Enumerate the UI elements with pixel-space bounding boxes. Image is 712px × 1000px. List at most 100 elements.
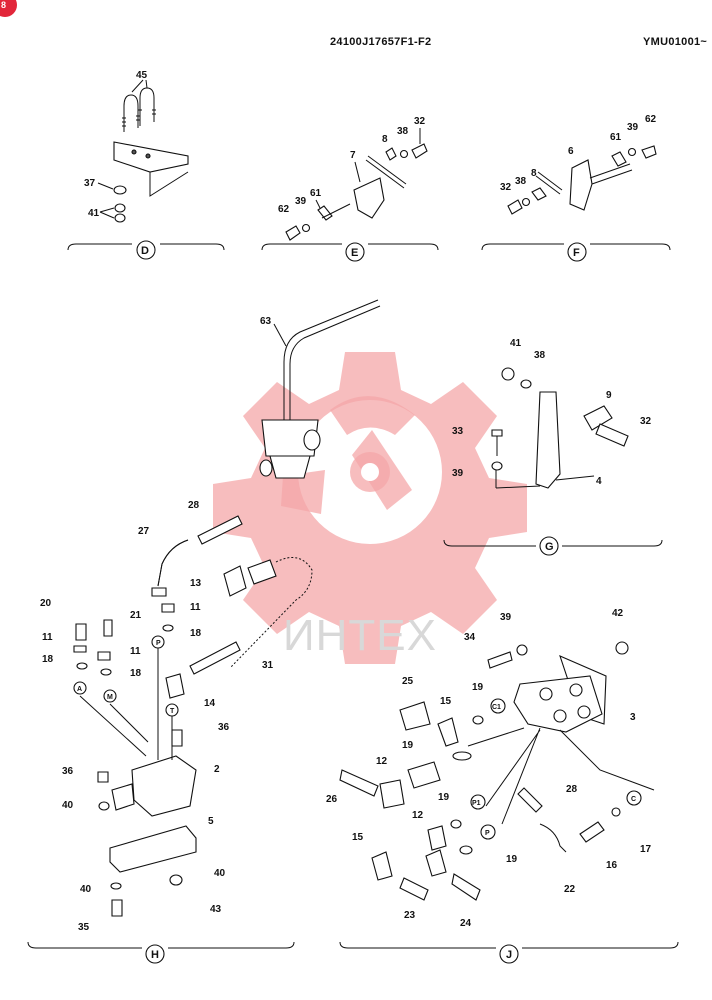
label-j28: 28	[566, 784, 578, 795]
label-h2: 2	[214, 764, 220, 775]
label-j23: 23	[404, 910, 416, 921]
label-f39: 39	[627, 122, 639, 133]
label-e38: 38	[397, 126, 409, 137]
label-h35: 35	[78, 922, 90, 933]
label-j3: 3	[630, 712, 636, 723]
label-h5: 5	[208, 816, 214, 827]
label-j16: 16	[606, 860, 618, 871]
label-j19c: 19	[438, 792, 450, 803]
label-h31: 31	[262, 660, 274, 671]
label-j17: 17	[640, 844, 652, 855]
port-t: T	[170, 708, 175, 715]
lever-bracket-7	[353, 177, 385, 219]
label-e39: 39	[295, 196, 307, 207]
label-d37: 37	[84, 178, 96, 189]
label-j22: 22	[564, 884, 576, 895]
view-h-label: H	[151, 949, 159, 961]
label-j42: 42	[612, 608, 624, 619]
view-d: D 45 37 41	[67, 70, 225, 260]
label-h11c: 11	[130, 646, 141, 657]
view-g-badge	[539, 536, 559, 556]
label-m63: 63	[260, 316, 272, 327]
label-e61: 61	[310, 188, 322, 199]
label-j39: 39	[500, 612, 512, 623]
label-g32: 32	[640, 416, 652, 427]
label-j25: 25	[402, 676, 414, 687]
hydraulic-pump-3	[513, 675, 603, 733]
view-d-badge	[136, 240, 156, 260]
label-j12b: 12	[412, 810, 424, 821]
model-code: YMU01001~	[643, 36, 708, 48]
corner-badge: 8	[0, 0, 17, 17]
u-bolt-part	[122, 87, 156, 132]
port-c: C	[631, 796, 636, 803]
label-f32: 32	[500, 182, 512, 193]
view-j-label: J	[506, 949, 512, 961]
port-c1: C1	[492, 704, 501, 711]
label-j26: 26	[326, 794, 338, 805]
label-h14: 14	[204, 698, 216, 709]
label-h43: 43	[210, 904, 222, 915]
label-g41: 41	[510, 338, 522, 349]
nut-41	[501, 367, 515, 381]
label-j19d: 19	[506, 854, 518, 865]
port-a: A	[77, 686, 82, 693]
label-j34: 34	[464, 632, 476, 643]
label-e62: 62	[278, 204, 290, 215]
label-d45: 45	[136, 70, 148, 81]
view-d-label: D	[141, 245, 149, 257]
label-h36b: 36	[62, 766, 74, 777]
label-h18b: 18	[42, 654, 54, 665]
port-m: M	[107, 694, 113, 701]
label-h28: 28	[188, 500, 200, 511]
label-h27: 27	[138, 526, 150, 537]
label-j19b: 19	[402, 740, 414, 751]
label-g9: 9	[606, 390, 612, 401]
label-d41: 41	[88, 208, 100, 219]
label-j12a: 12	[376, 756, 388, 767]
label-f8: 8	[531, 168, 537, 179]
port-p: P	[156, 640, 161, 647]
label-h36a: 36	[218, 722, 230, 733]
port-p1: P1	[472, 800, 481, 807]
bracket-plate	[113, 141, 189, 173]
view-f-label: F	[573, 247, 580, 259]
watermark-text: ИНТЕХ	[283, 611, 437, 660]
document-number: 24100J17657F1-F2	[330, 36, 432, 48]
label-j15a: 15	[440, 696, 452, 707]
label-h18a: 18	[190, 628, 202, 639]
view-g-label: G	[545, 541, 554, 553]
view-e-label: E	[351, 247, 358, 259]
label-f62: 62	[645, 114, 657, 125]
label-f38: 38	[515, 176, 527, 187]
washer-37	[113, 185, 127, 195]
cable-assembly-63: 63	[259, 299, 381, 479]
label-f61: 61	[610, 132, 622, 143]
label-j15b: 15	[352, 832, 364, 843]
label-h11a: 11	[190, 602, 201, 613]
label-h18c: 18	[130, 668, 142, 679]
control-valve-2	[131, 755, 197, 817]
label-h40a: 40	[62, 800, 74, 811]
view-j: J C1 P1 P C 39 42 34 25	[326, 608, 679, 964]
label-h21: 21	[130, 610, 142, 621]
nut-41	[114, 213, 126, 223]
view-f: F 6 61 39 62 32 38 8	[481, 114, 671, 262]
view-e-badge	[345, 242, 365, 262]
label-g38: 38	[534, 350, 546, 361]
clamp-9	[583, 405, 613, 431]
view-f-badge	[567, 242, 587, 262]
label-e8: 8	[382, 134, 388, 145]
label-g39: 39	[452, 468, 464, 479]
label-j19a: 19	[472, 682, 484, 693]
port-p2: P	[485, 830, 490, 837]
hose-28	[197, 515, 243, 545]
label-g4: 4	[596, 476, 602, 487]
label-g33: 33	[452, 426, 464, 437]
label-e32: 32	[414, 116, 426, 127]
label-h40b: 40	[80, 884, 92, 895]
stay-bracket-4	[535, 391, 561, 489]
label-f6: 6	[568, 146, 574, 157]
bracket-bend	[149, 171, 189, 197]
